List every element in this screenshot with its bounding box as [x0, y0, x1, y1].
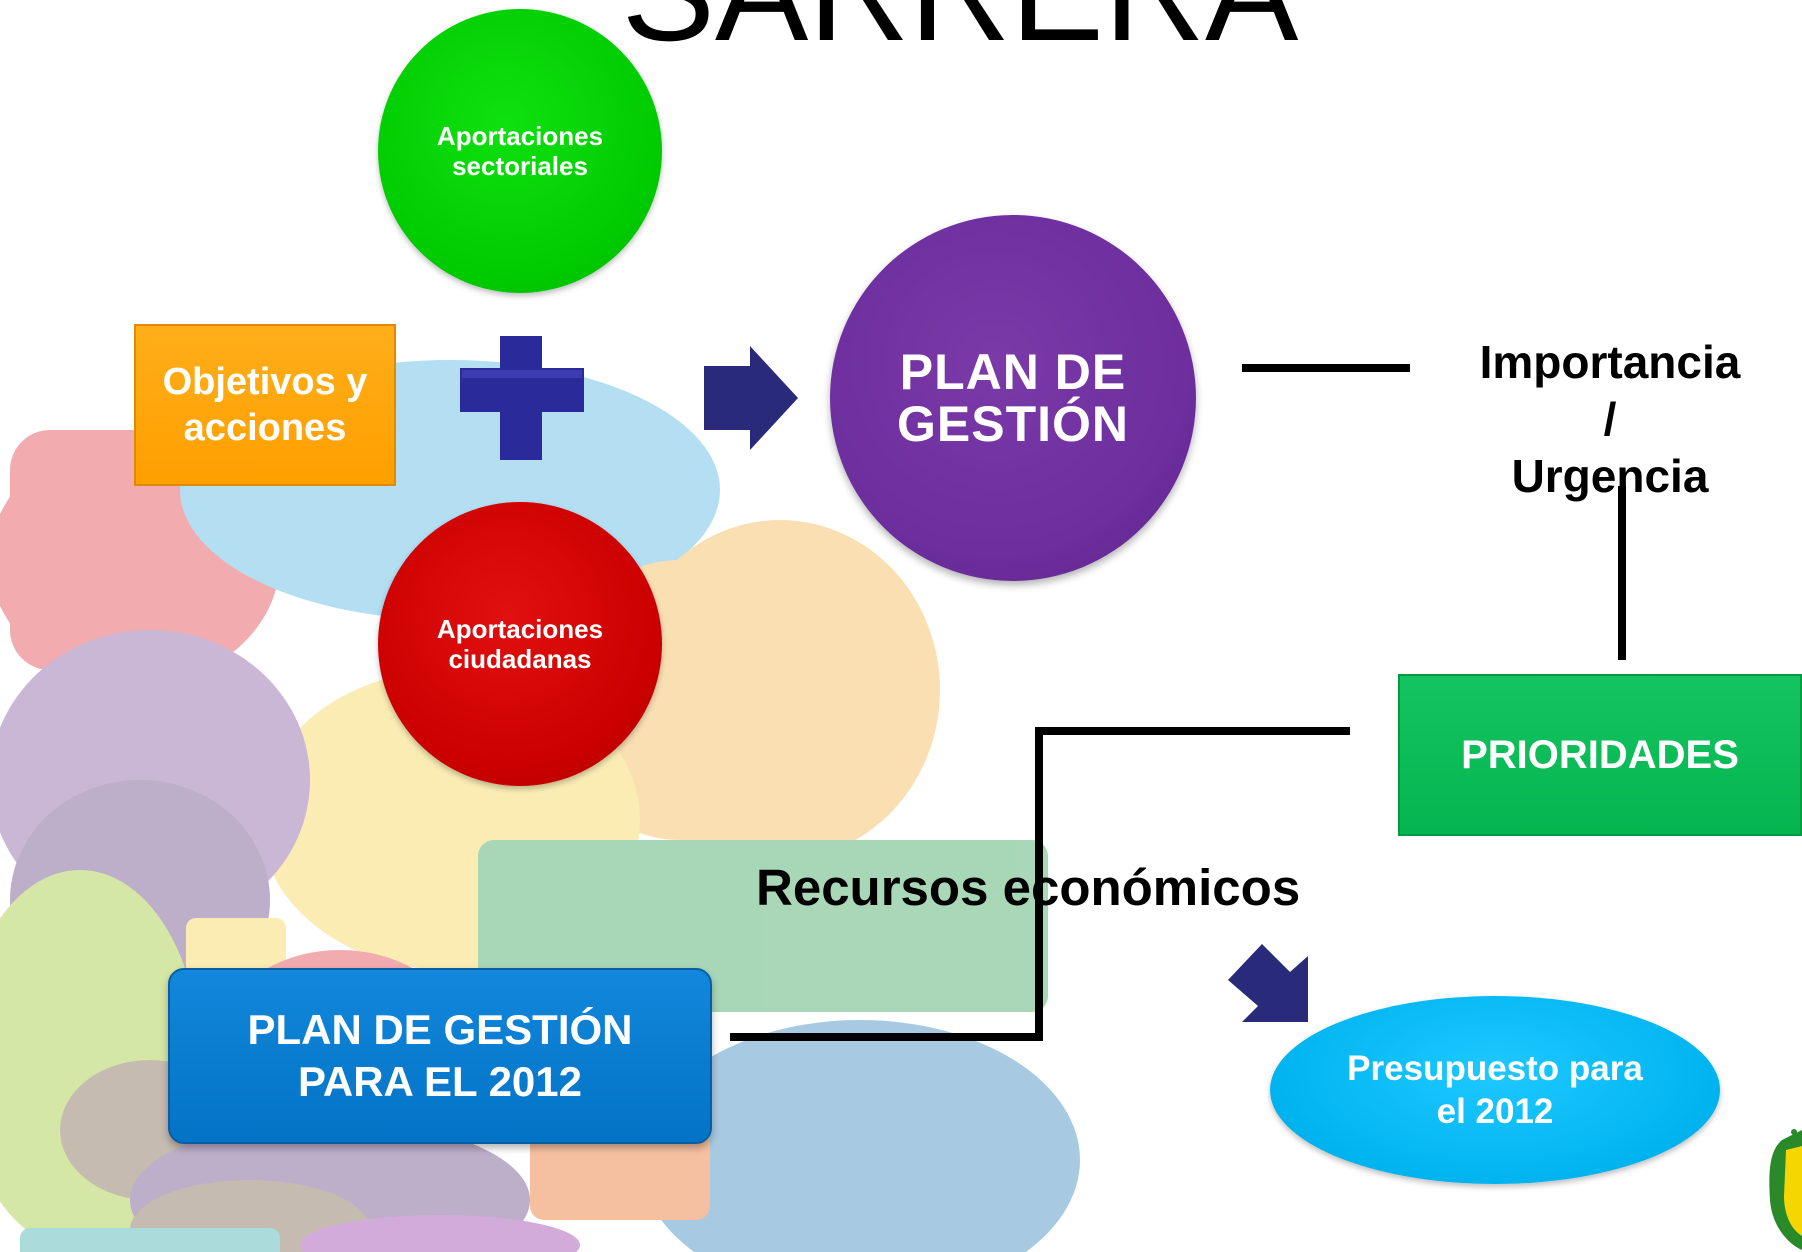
aportaciones-ciudadanas-circle: Aportaciones ciudadanas: [378, 502, 662, 786]
bubble-steel: [640, 1020, 1080, 1252]
aportaciones-sectoriales-circle: Aportaciones sectoriales: [378, 9, 662, 293]
aportaciones-sectoriales-label: Aportaciones sectoriales: [436, 121, 604, 181]
aportaciones-ciudadanas-label: Aportaciones ciudadanas: [436, 614, 604, 674]
presupuesto-2012-ellipse: Presupuesto para el 2012: [1270, 996, 1720, 1184]
recursos-economicos-label: Recursos económicos: [756, 859, 1301, 916]
bubble-pink-2: [10, 430, 210, 670]
importancia-urgencia-label: Importancia / Urgencia: [1479, 336, 1741, 502]
bubble-teal: [20, 1228, 280, 1252]
objetivos-acciones-box: Objetivos y acciones: [134, 324, 396, 486]
plan-gestion-circle: PLAN DE GESTIÓN: [830, 215, 1196, 581]
plan-gestion-2012-box: PLAN DE GESTIÓN PARA EL 2012: [168, 968, 712, 1144]
bubble-lilac: [300, 1215, 580, 1252]
plan-gestion-label: PLAN DE GESTIÓN: [896, 344, 1130, 452]
page-title: SARRERA: [560, 0, 1360, 62]
prioridades-box: PRIORIDADES: [1398, 674, 1802, 836]
